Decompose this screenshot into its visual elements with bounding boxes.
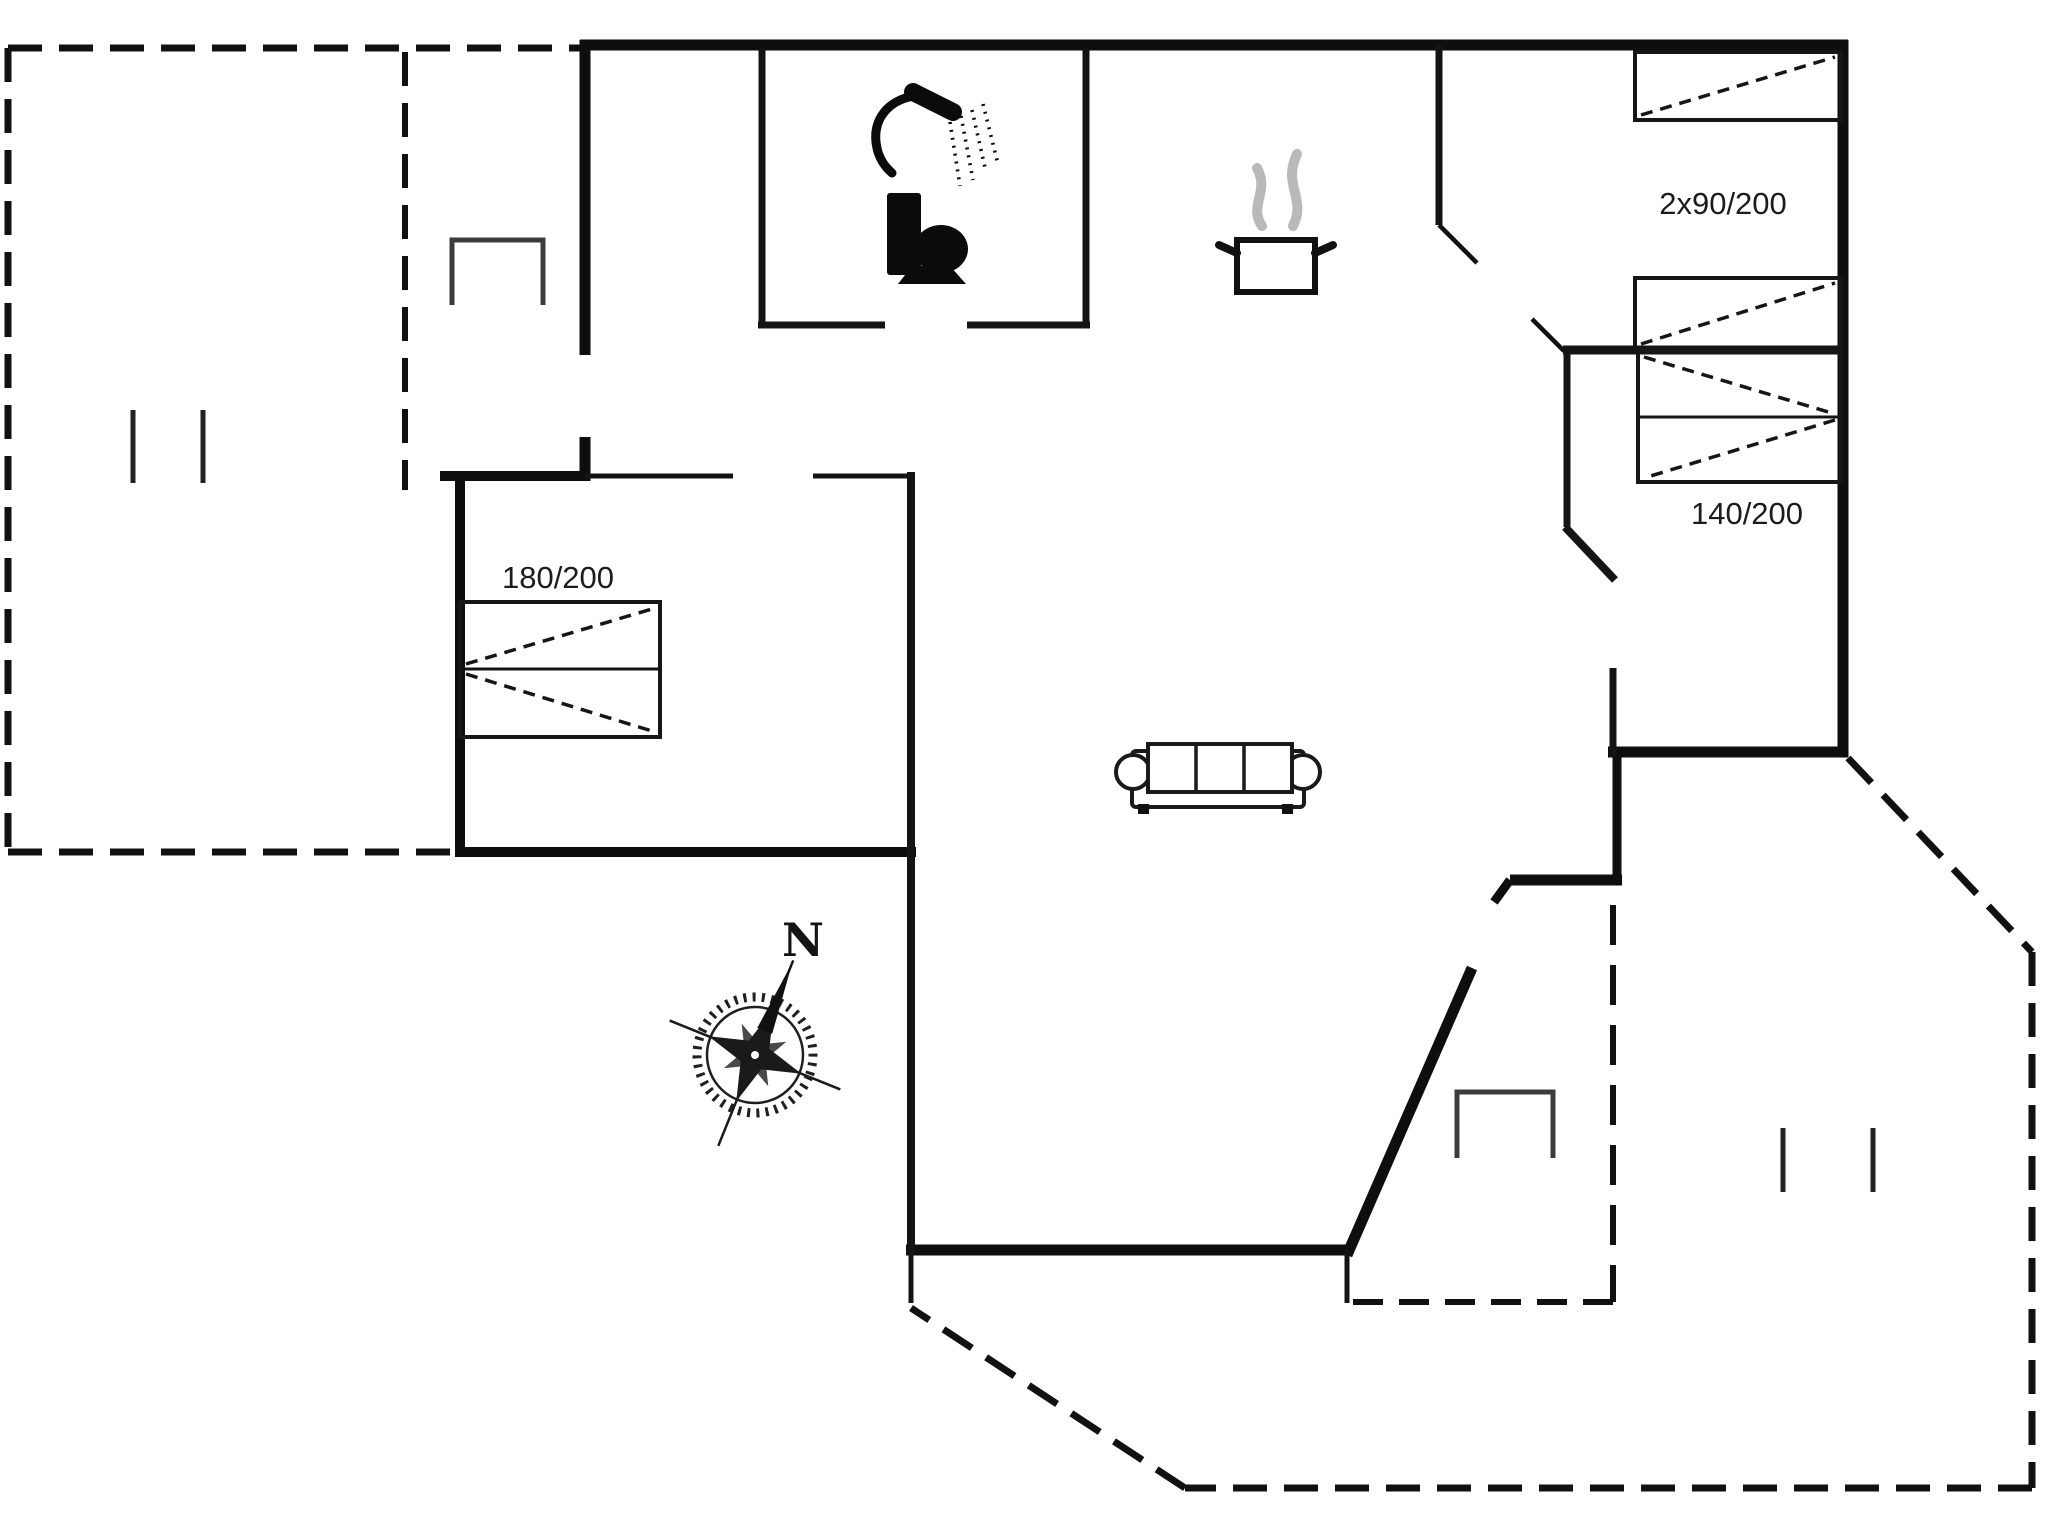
label-compass-north: N <box>782 913 824 967</box>
shower-icon <box>871 83 1000 187</box>
shower-head <box>904 83 962 121</box>
door-leaf-bedroom2 <box>1530 317 1566 353</box>
pot-handle-left <box>1215 241 1241 257</box>
door-leaves <box>1437 223 1566 353</box>
label-bed-2x90-200: 2x90/200 <box>1659 186 1787 221</box>
bed-single-top <box>1633 50 1843 122</box>
compass-center-dot <box>751 1051 759 1059</box>
cooking-pot-icon <box>1215 149 1337 295</box>
terrace-right-dashed-outline <box>909 755 2036 1492</box>
exterior-walls <box>440 39 1849 1258</box>
toilet-bowl <box>914 225 968 273</box>
bed-single-bottom <box>1633 276 1843 351</box>
wall-bedroom2-angled-door <box>1562 524 1618 583</box>
beds <box>458 50 1843 739</box>
wall-living-angled <box>1341 965 1478 1258</box>
sofa-cushion-dividers <box>1194 744 1246 792</box>
pot-handle-right <box>1311 241 1337 257</box>
compass-north-needle <box>757 962 793 1034</box>
terrace-left-dashed-outline <box>4 44 580 856</box>
pot-body <box>1234 237 1318 295</box>
door-leaf-bedroom1 <box>1437 223 1479 265</box>
label-bed-140-200: 140/200 <box>1691 496 1803 531</box>
sofa-cushions <box>1146 742 1294 794</box>
bed-double-right <box>1636 350 1843 484</box>
bed-frame <box>1633 50 1843 122</box>
terrace-right-sw-diagonal <box>909 1305 1187 1491</box>
sofa-icon <box>1114 742 1322 814</box>
shower-arm <box>871 91 918 178</box>
bed-diagonal <box>465 607 653 666</box>
shower-spray <box>948 103 1000 187</box>
bed-diagonal <box>465 672 653 733</box>
table-right-terrace <box>1454 1089 1556 1158</box>
sofa-foot <box>1138 804 1149 814</box>
compass-rose-icon <box>669 959 841 1147</box>
bed-diagonal <box>1640 281 1836 346</box>
sofa-foot <box>1282 804 1293 814</box>
steam <box>1252 149 1303 231</box>
garden-table-icon <box>449 237 1556 1158</box>
sofa-armrest-left <box>1114 753 1152 791</box>
wall-hook-diagonal <box>1490 877 1514 905</box>
bed-double-left <box>458 600 662 739</box>
bench-marks-icon <box>130 410 1876 1192</box>
bed-frame <box>1633 276 1843 351</box>
toilet-base <box>898 266 966 284</box>
toilet-tank <box>887 193 921 275</box>
toilet-icon <box>887 193 968 284</box>
bed-diagonal <box>1640 55 1836 117</box>
terrace-right-ne-diagonal <box>1845 755 2035 955</box>
label-bed-180-200: 180/200 <box>502 560 614 595</box>
table-left-terrace <box>449 237 546 305</box>
interior-walls <box>585 45 1843 1303</box>
bed-diagonal <box>1643 418 1836 480</box>
bed-diagonal <box>1643 355 1836 416</box>
